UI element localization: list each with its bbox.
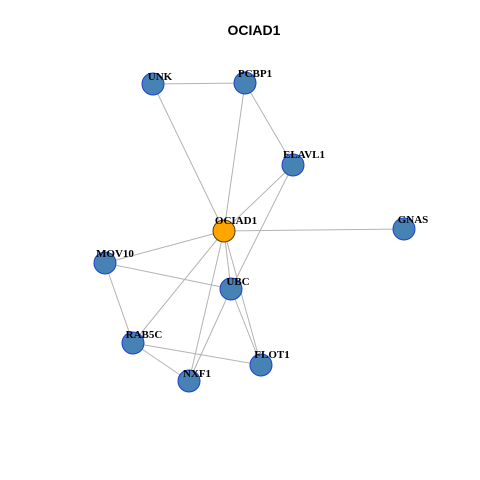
edge-elavl1-ociad1 [223, 164, 294, 232]
edge-mov10-rab5c [104, 262, 134, 344]
node-label-unk: UNK [148, 71, 173, 83]
edge-ociad1-rab5c [132, 230, 225, 344]
edge-ociad1-gnas [223, 228, 405, 232]
node-label-mov10: MOV10 [96, 248, 134, 260]
node-label-gnas: GNAS [398, 214, 429, 226]
node-ociad1 [212, 219, 236, 243]
node-ubc [219, 277, 243, 301]
node-mov10 [93, 251, 117, 275]
edge-pcbp1-ociad1 [223, 82, 246, 232]
node-layer [93, 71, 416, 393]
node-unk [141, 72, 165, 96]
node-label-ubc: UBC [226, 276, 249, 288]
edge-layer [104, 82, 405, 382]
node-pcbp1 [233, 71, 257, 95]
node-label-ociad1: OCIAD1 [215, 215, 257, 227]
node-label-flot1: FLOT1 [254, 349, 289, 361]
edge-elavl1-ubc [230, 164, 294, 290]
node-label-rab5c: RAB5C [126, 329, 163, 341]
node-label-pcbp1: PCBP1 [238, 68, 272, 80]
edge-unk-ociad1 [152, 83, 225, 232]
node-label-elavl1: ELAVL1 [283, 149, 325, 161]
edge-mov10-ubc [104, 262, 232, 290]
node-nxf1 [177, 369, 201, 393]
diagram-title: OCIAD1 [228, 22, 281, 38]
edge-pcbp1-elavl1 [244, 82, 294, 166]
edge-ubc-flot1 [230, 288, 262, 366]
edge-ubc-nxf1 [188, 288, 232, 382]
edge-ociad1-mov10 [104, 230, 225, 264]
edge-ociad1-flot1 [223, 230, 262, 366]
edge-rab5c-flot1 [132, 342, 262, 366]
node-flot1 [249, 353, 273, 377]
node-elavl1 [281, 153, 305, 177]
edge-unk-pcbp1 [152, 82, 246, 85]
node-rab5c [121, 331, 145, 355]
edge-ociad1-nxf1 [188, 230, 225, 382]
node-gnas [392, 217, 416, 241]
node-label-nxf1: NXF1 [183, 368, 211, 380]
